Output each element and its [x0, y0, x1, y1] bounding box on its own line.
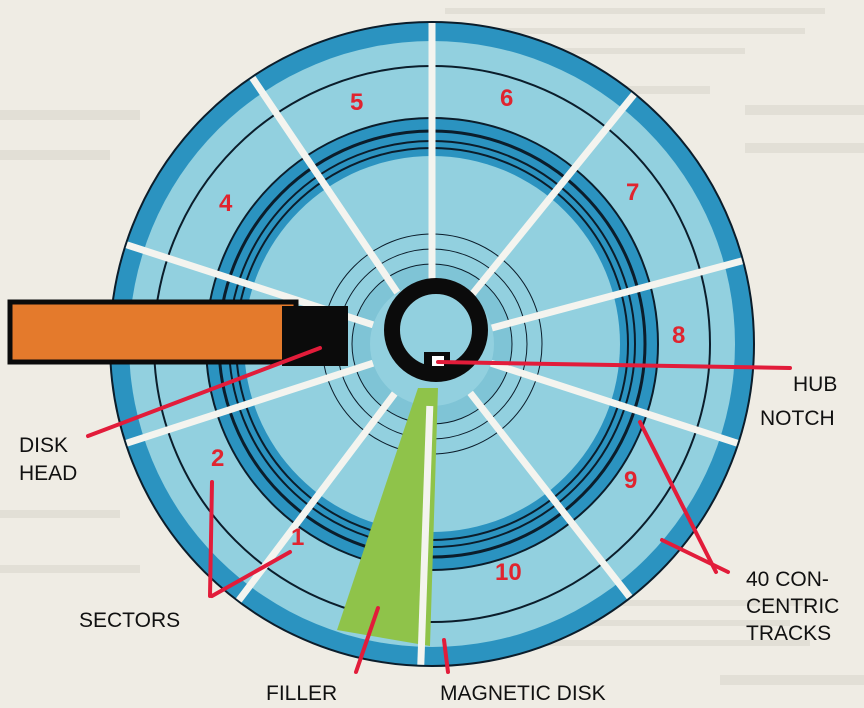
tracks-label-line-1: 40 CON- [746, 568, 829, 591]
disk-head-tip [282, 306, 348, 366]
sector-divider-10 [249, 75, 401, 295]
notch-label: NOTCH [760, 407, 835, 430]
hub-ring [384, 278, 488, 382]
sectors-leader-line-2 [210, 550, 292, 598]
sector-divider-6 [417, 405, 434, 665]
callout-labels: HUB NOTCH DISK HEAD 40 CON- CENTRIC TRAC… [19, 373, 839, 705]
tracks-leader-line-2 [660, 538, 730, 574]
tracks-label-line-2: CENTRIC [746, 595, 839, 618]
disk-head-label-line-1: DISK [19, 434, 68, 457]
sector-divider-4 [489, 359, 739, 447]
sector-number-7: 7 [626, 179, 639, 206]
sector-numbers: 1 2 4 5 6 7 8 9 10 [211, 85, 685, 586]
sector-number-10: 10 [495, 559, 522, 586]
sectors-leader-line-1 [208, 480, 214, 598]
disk-head-body [7, 299, 299, 365]
magnetic-disk-leader-line [442, 638, 450, 674]
sector-number-4: 4 [219, 190, 233, 217]
hub-leader-line [436, 360, 792, 370]
sectors-label: SECTORS [79, 609, 180, 632]
leader-lines [86, 346, 792, 674]
sector-number-6: 6 [500, 85, 513, 112]
sector-number-9: 9 [624, 467, 637, 494]
filler-label: FILLER [266, 682, 337, 705]
tracks-leader-line-1 [638, 420, 718, 574]
tracks-label-line-3: TRACKS [746, 622, 831, 645]
disk-head-label-line-2: HEAD [19, 462, 77, 485]
sector-divider-8 [125, 359, 375, 447]
disk-head [7, 299, 348, 366]
sector-number-1: 1 [291, 524, 304, 551]
sector-divider-2 [468, 92, 637, 299]
sector-number-8: 8 [672, 322, 685, 349]
sector-number-5: 5 [350, 89, 363, 116]
filler-wedge [337, 388, 438, 646]
sector-divider-3 [490, 257, 744, 332]
hub-label: HUB [793, 373, 837, 396]
disk-head-leader-line [86, 346, 322, 438]
filler-leader-line [354, 606, 380, 674]
magnetic-disk-label: MAGNETIC DISK [440, 682, 606, 705]
sector-number-2: 2 [211, 445, 224, 472]
sector-divider-5 [467, 390, 633, 600]
